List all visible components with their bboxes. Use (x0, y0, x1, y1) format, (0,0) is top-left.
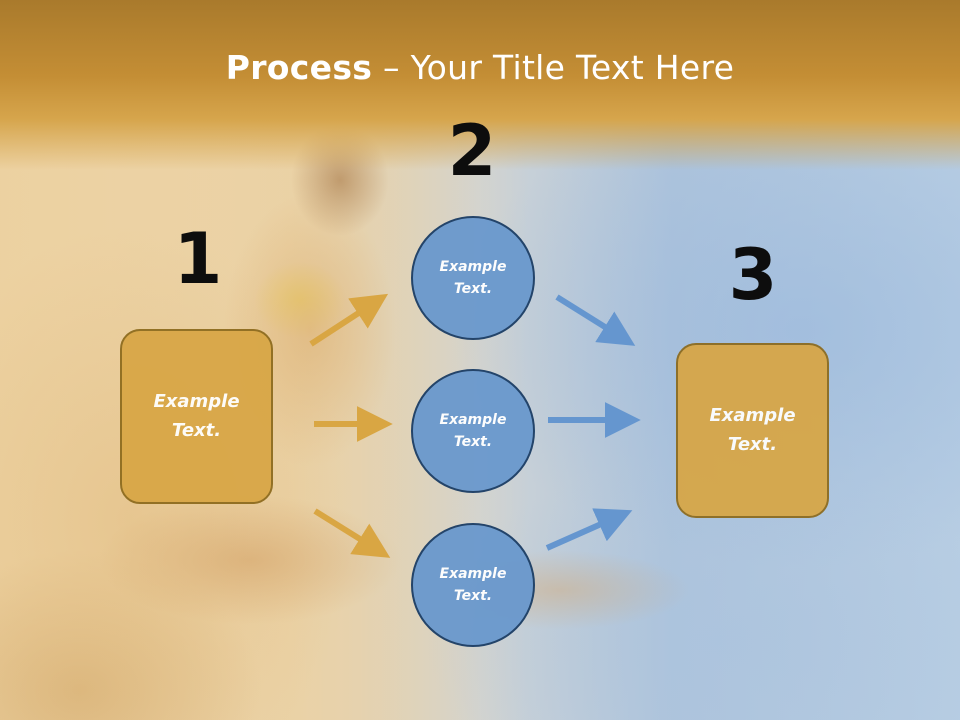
left-step-box-text: Example Text. (153, 388, 239, 446)
left-step-box-line2: Text. (171, 419, 222, 441)
middle-circle-bottom-line2: Text. (453, 588, 493, 604)
middle-circle-bottom[interactable]: Example Text. (411, 523, 535, 647)
middle-circle-top-text: Example Text. (440, 256, 507, 301)
right-step-box[interactable]: Example Text. (676, 343, 829, 518)
middle-circle-center-text: Example Text. (440, 409, 507, 454)
title-rest-text: – Your Title Text Here (372, 48, 735, 87)
right-step-box-line1: Example (709, 404, 796, 426)
middle-circle-bottom-line1: Example (439, 565, 507, 582)
right-step-box-line2: Text. (727, 433, 778, 455)
right-step-box-text: Example Text. (709, 402, 795, 460)
middle-circle-top[interactable]: Example Text. (411, 216, 535, 340)
middle-circle-top-line1: Example (439, 258, 507, 275)
step-number-1: 1 (173, 218, 223, 300)
step-number-2: 2 (447, 110, 497, 192)
title-band (0, 0, 960, 170)
left-step-box-line1: Example (153, 390, 240, 412)
middle-circle-center[interactable]: Example Text. (411, 369, 535, 493)
title-bold-text: Process (225, 48, 373, 87)
middle-circle-bottom-text: Example Text. (440, 563, 507, 608)
slide-title: Process – Your Title Text Here (0, 48, 960, 87)
middle-circle-center-line1: Example (439, 411, 507, 428)
step-number-3: 3 (728, 234, 778, 316)
middle-circle-top-line2: Text. (453, 281, 493, 297)
middle-circle-center-line2: Text. (453, 434, 493, 450)
left-step-box[interactable]: Example Text. (120, 329, 273, 504)
